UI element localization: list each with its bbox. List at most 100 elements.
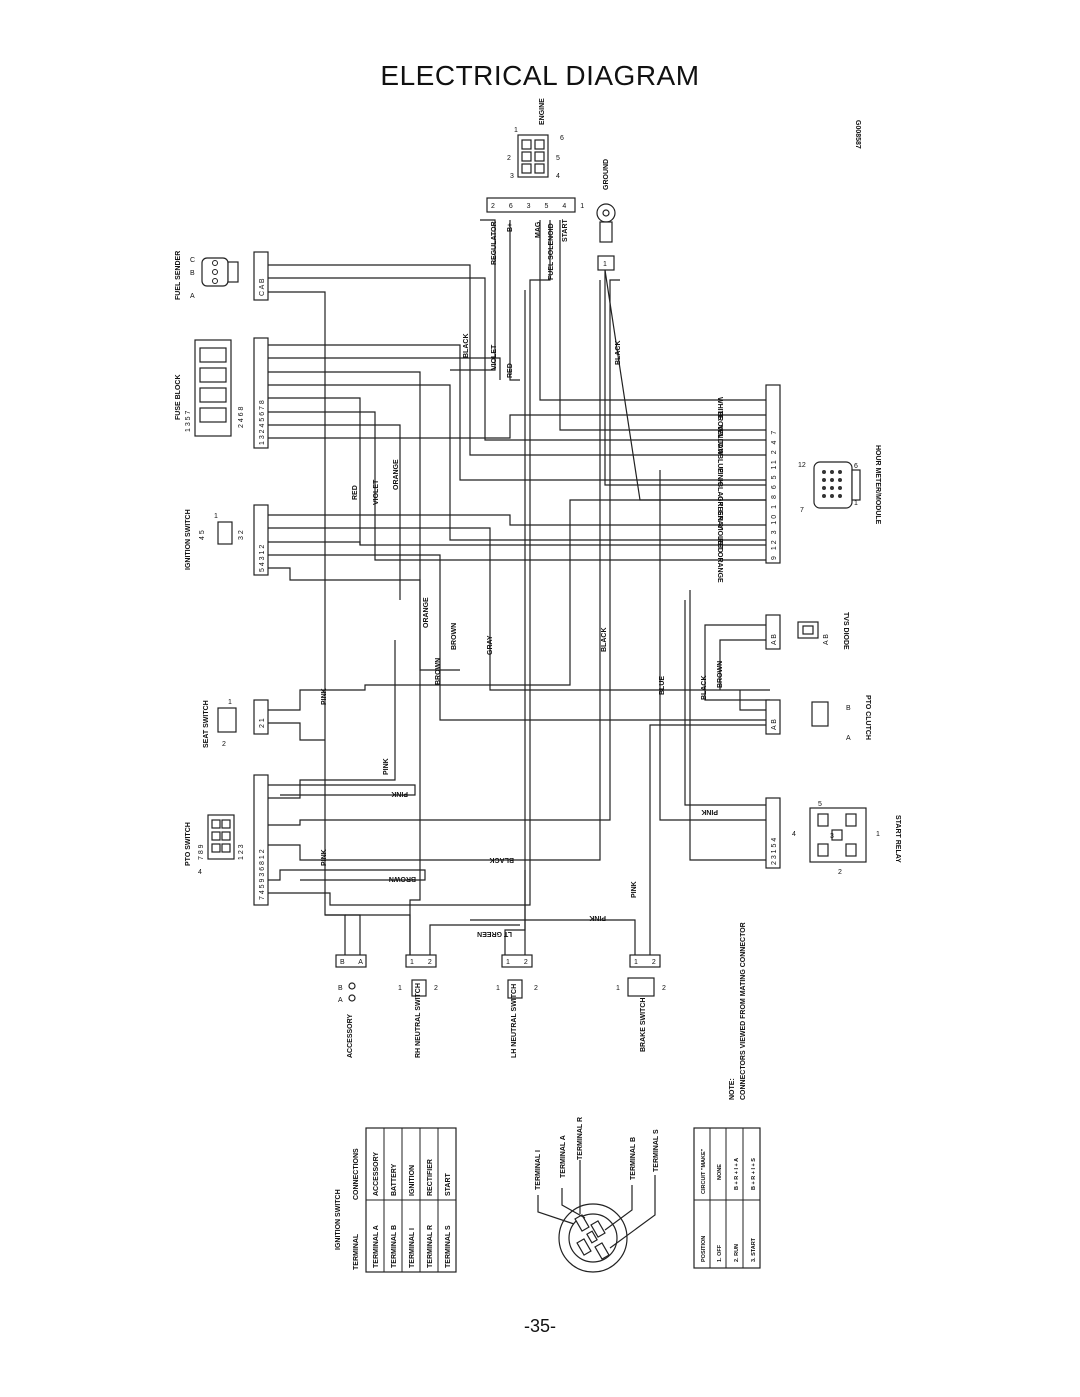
wire: [268, 541, 361, 545]
lh-neutral-switch: 1 2 1 2 LH NEUTRAL SWITCH: [496, 954, 538, 1058]
table-cell: TERMINAL I: [409, 1228, 416, 1268]
wire-label: BLUE: [716, 454, 723, 473]
pin: 7: [800, 507, 804, 514]
pto-switch: 7 4 5 9 3 6 8 1 2 PTO SWITCH 7 8 9 1 2 3…: [185, 774, 269, 906]
fuse-top-pins: 1 3 5 7: [185, 410, 192, 432]
wire-label: LT GREEN: [477, 930, 512, 937]
pins: 4 5: [199, 530, 206, 540]
brake-switch: 1 2 1 2 BRAKE SWITCH: [616, 954, 666, 1052]
pin: 1: [876, 831, 880, 838]
wire-label: RED: [352, 485, 359, 500]
wire-label: VIOLET: [373, 479, 380, 505]
fuse-block-label: FUSE BLOCK: [175, 375, 182, 421]
wire-label: BROWN: [716, 411, 723, 438]
table-cell: START: [445, 1172, 452, 1196]
pin: 2: [507, 155, 511, 162]
wire: [268, 397, 770, 546]
wire: [604, 269, 770, 501]
table-header: CONNECTIONS: [353, 1148, 360, 1200]
start-relay-label: START RELAY: [894, 815, 901, 863]
pin-1: 1: [496, 985, 500, 992]
conn-pins: A B: [771, 719, 778, 730]
wire: [450, 219, 496, 371]
wire-label: BROWN: [435, 658, 442, 685]
fuse-bottom-pins: 2 4 6 8: [238, 406, 245, 428]
ignition-switch: 5 4 3 1 2 IGNITION SWITCH 4 5 3 2 1: [185, 504, 269, 576]
terminal-label: TERMINAL B: [630, 1137, 637, 1180]
pin: 4: [556, 173, 560, 180]
ground: 1 GROUND: [596, 159, 616, 271]
pin: 5: [818, 801, 822, 808]
fuel-sender: C A B FUEL SENDER A B C: [175, 251, 269, 301]
table-cell: RECTIFIER: [427, 1159, 434, 1196]
pins: 1 2 3: [238, 844, 245, 860]
ignition-switch-label: IGNITION SWITCH: [185, 509, 192, 570]
wire-label: GREEN: [716, 496, 723, 521]
note-title: NOTE:: [729, 1078, 736, 1100]
hour-meter-connector: 9 12 3 10 1 8 6 5 11 2 4 7 WHITE BROWN Y…: [716, 384, 881, 583]
wire: [704, 624, 770, 701]
rh-neutral-switch: 1 2 1 2 RH NEUTRAL SWITCH: [398, 954, 438, 1058]
pin: 6: [560, 135, 564, 142]
wire: [268, 424, 401, 600]
table-cell: B + R + I + S: [751, 1158, 757, 1190]
wire: [604, 270, 770, 486]
table-cell: BATTERY: [391, 1163, 398, 1196]
brake-switch-label: BRAKE SWITCH: [640, 998, 647, 1052]
pin-2: 2: [534, 985, 538, 992]
conn-pins: 2 6 3 5 4 1: [491, 203, 590, 210]
wire-label: WHITE: [716, 397, 723, 420]
pins: 7 8 9: [198, 844, 205, 860]
terminal-label: TERMINAL I: [535, 1150, 542, 1190]
pin: 6: [854, 463, 858, 470]
conn-pins: 1 2: [410, 959, 438, 966]
table-cell: TERMINAL A: [373, 1225, 380, 1268]
wire-label: BLACK: [716, 482, 723, 507]
wire-label: RED: [507, 363, 514, 378]
wire: [268, 384, 770, 541]
wire-label: BROWN: [451, 623, 458, 650]
pin-1: 1: [616, 985, 620, 992]
pin: 5: [556, 155, 560, 162]
engine-connector: 2 6 3 5 4 1 ENGINE 1 2 3 4 5 6 REGULATOR…: [486, 98, 590, 280]
page-number: -35-: [523, 1316, 556, 1336]
wire: [268, 280, 601, 861]
table-cell: 2. RUN: [734, 1244, 740, 1262]
wire-label: BLACK: [701, 676, 708, 701]
regulator-label: REGULATOR: [491, 221, 498, 265]
bplus-label: B+: [507, 223, 514, 232]
wire-label: BLUE: [659, 676, 666, 695]
wire: [470, 919, 636, 955]
pin: 4: [792, 831, 796, 838]
table-title: IGNITION SWITCH: [335, 1189, 342, 1250]
wire-label: BROWN: [717, 661, 724, 688]
wire: [268, 527, 770, 691]
wire: [268, 554, 770, 721]
pin-1: 1: [214, 513, 218, 520]
wire: [268, 277, 770, 441]
wire: [649, 724, 770, 955]
pin: 3: [830, 833, 834, 840]
wire-label: GRAY: [716, 510, 723, 530]
accessory: B A B A ACCESSORY: [335, 954, 367, 1058]
engine-label: ENGINE: [539, 98, 546, 125]
wire: [268, 869, 426, 881]
wires: [268, 219, 770, 955]
wire: [268, 344, 770, 481]
conn-pins: 1 2: [634, 959, 662, 966]
table-header: POSITION: [701, 1236, 707, 1262]
pin-1: 1: [603, 261, 607, 268]
wire: [268, 784, 416, 796]
pin-a: A: [338, 997, 343, 1004]
note-text: CONNECTORS VIEWED FROM MATING CONNECTOR: [740, 922, 747, 1100]
pin: 1: [514, 127, 518, 134]
fuel-solenoid-label: FUEL SOLENOID: [548, 223, 555, 280]
wire: [659, 470, 770, 821]
table-cell: B + R + I + A: [734, 1158, 740, 1190]
pin: 3: [510, 173, 514, 180]
pin-b: B: [190, 270, 195, 277]
wire-label: ORANGE: [716, 552, 723, 583]
wire: [268, 279, 620, 826]
wire-label: PINK: [701, 808, 718, 815]
